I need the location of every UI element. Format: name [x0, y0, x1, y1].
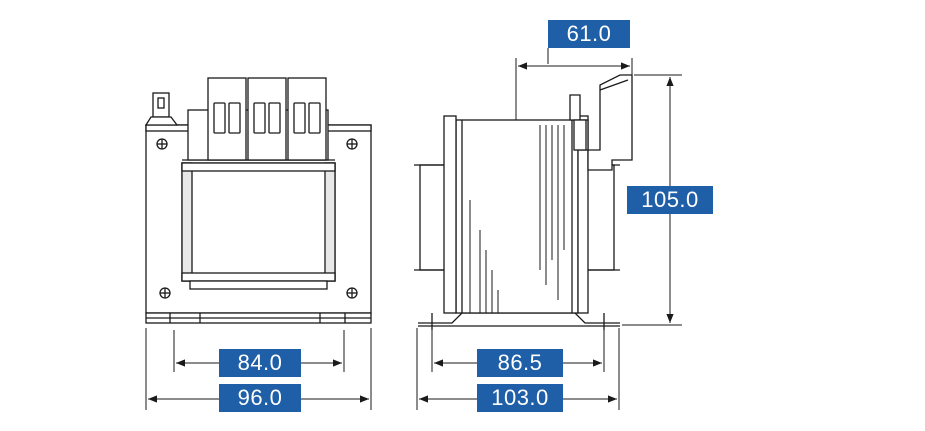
dim-label-103: 103.0	[477, 384, 563, 412]
ground-tab	[144, 92, 179, 126]
mounting-hole-icon	[156, 138, 358, 299]
front-view	[144, 77, 372, 324]
dim-label-96: 96.0	[219, 384, 301, 412]
dim-label-61: 61.0	[548, 20, 630, 48]
dim-label-105: 105.0	[627, 186, 713, 214]
terminal-block	[187, 77, 329, 161]
front-coil	[181, 162, 336, 282]
dim-label-86-5: 86.5	[477, 349, 563, 377]
side-core	[455, 119, 579, 314]
dim-label-84: 84.0	[219, 349, 301, 377]
side-view	[414, 74, 633, 330]
